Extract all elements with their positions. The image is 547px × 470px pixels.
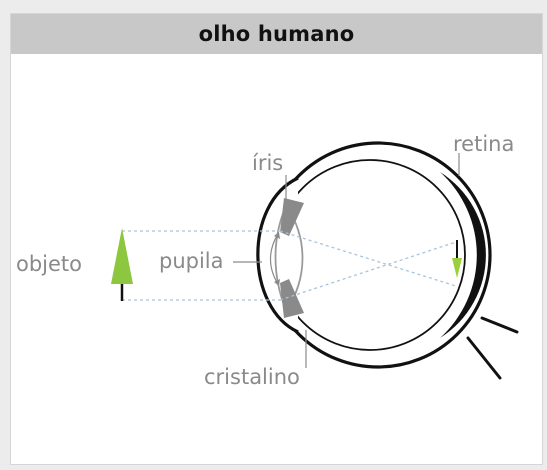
object-arrow-icon bbox=[111, 228, 133, 284]
label-cristalino: cristalino bbox=[204, 365, 300, 389]
light-rays bbox=[280, 231, 456, 300]
image-arrow-icon bbox=[452, 258, 462, 278]
optic-nerve bbox=[468, 318, 517, 378]
retina-band bbox=[440, 172, 486, 338]
label-iris: íris bbox=[252, 151, 283, 175]
label-retina: retina bbox=[453, 132, 514, 156]
label-pupila: pupila bbox=[159, 249, 224, 273]
eye-inner-wall bbox=[275, 160, 465, 350]
label-objeto: objeto bbox=[16, 252, 82, 276]
